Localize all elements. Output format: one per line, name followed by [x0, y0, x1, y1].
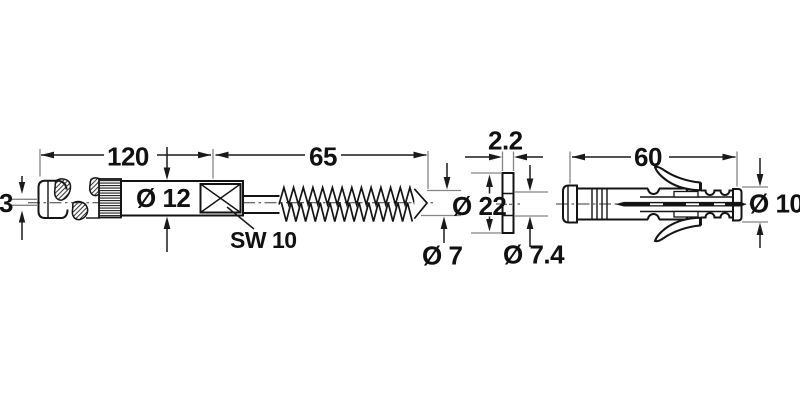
bolt-head-outline — [37, 179, 62, 219]
washer-body — [501, 172, 515, 234]
hex-box-cross — [200, 183, 241, 214]
dim-hex-drive: SW 10 — [226, 206, 297, 253]
dim-arrow — [163, 216, 171, 229]
plug-tab-top — [673, 190, 699, 198]
bolt-head — [37, 177, 105, 221]
dim-label-thread-tip-diameter: Ø 7 — [422, 241, 462, 271]
plug-slit-dashes — [650, 203, 725, 206]
neck-section — [243, 195, 280, 214]
hex-drive-box — [199, 183, 242, 214]
dim-arrow — [198, 151, 211, 159]
dim-label-thread-length: 65 — [309, 142, 337, 172]
dim-washer-thickness: 2.2 — [465, 126, 543, 171]
dim-head-slot: 3 — [0, 176, 37, 240]
dimension-annotations: 120 65 3 SW 10 — [0, 126, 800, 271]
dim-thread-tip-diameter: Ø 7 — [421, 163, 463, 271]
dim-shank-diameter — [163, 147, 171, 252]
dim-arrow — [18, 182, 26, 194]
plug-body-edges — [577, 187, 648, 221]
plug-slit — [615, 201, 741, 207]
dim-arrow — [163, 167, 171, 180]
break-hatch-lobe-2 — [71, 200, 89, 221]
dim-label-washer-outer-diameter: Ø 22 — [452, 191, 506, 221]
bolt-drawing: Ø 12 — [37, 177, 429, 222]
dim-label-hex-drive: SW 10 — [230, 227, 297, 253]
dim-label-washer-thickness: 2.2 — [488, 126, 523, 156]
plug-slit-tip — [741, 202, 747, 207]
dim-arrow — [486, 219, 493, 232]
break-hatch-lobe-1 — [53, 178, 72, 201]
dim-plug-diameter: Ø 10 — [742, 158, 800, 248]
thread-top-zigzag — [278, 184, 416, 208]
washer-hole-lines — [502, 192, 514, 217]
dim-thread-length: 65 — [215, 142, 429, 189]
plug-notch-pair-1 — [647, 188, 660, 220]
dim-label-head-slot: 3 — [0, 188, 13, 218]
knurled-section — [98, 178, 122, 219]
dim-arrow — [514, 153, 527, 161]
thread-bottom-zigzag — [280, 202, 414, 222]
dim-arrow — [413, 151, 427, 159]
dim-arrow — [215, 151, 229, 159]
dim-arrow — [572, 153, 585, 161]
plug-crenellated-top — [701, 189, 733, 196]
dim-label-shank-diameter: Ø 12 — [136, 183, 190, 213]
plug-crenellated-bottom — [701, 212, 733, 219]
dim-arrow — [443, 177, 451, 190]
bolt-head-corner-bottom — [61, 209, 69, 219]
dim-arrow — [18, 210, 26, 223]
dim-shank-length: 120 — [39, 142, 214, 179]
plug-end-cap — [732, 188, 743, 222]
dim-arrow — [489, 153, 502, 161]
washer-drawing — [501, 172, 515, 234]
dim-washer-outer-diameter: Ø 22 — [452, 172, 507, 234]
wall-plug-drawing — [562, 165, 747, 243]
dim-label-washer-hole-diameter: Ø 7.4 — [503, 240, 565, 270]
dim-arrow — [526, 178, 534, 191]
dim-arrow — [440, 216, 448, 229]
wood-thread — [278, 184, 429, 222]
plug-wing-bottom — [653, 216, 701, 243]
thread-tip — [413, 188, 429, 220]
dim-washer-hole-diameter: Ø 7.4 — [503, 165, 566, 270]
dim-arrow — [722, 153, 736, 161]
plug-tab-bottom — [673, 210, 699, 218]
dim-arrow — [41, 151, 54, 159]
plug-ribs — [591, 188, 608, 220]
dim-arrow — [756, 174, 764, 187]
dim-arrow — [756, 222, 764, 235]
dim-label-plug-length: 60 — [634, 142, 662, 172]
dim-arrow — [526, 216, 534, 229]
dim-label-plug-diameter: Ø 10 — [749, 189, 800, 219]
plug-wing-top — [653, 165, 701, 192]
dim-arrow — [486, 174, 493, 187]
dim-plug-length: 60 — [569, 142, 738, 187]
dim-label-shank-length: 120 — [107, 142, 149, 172]
